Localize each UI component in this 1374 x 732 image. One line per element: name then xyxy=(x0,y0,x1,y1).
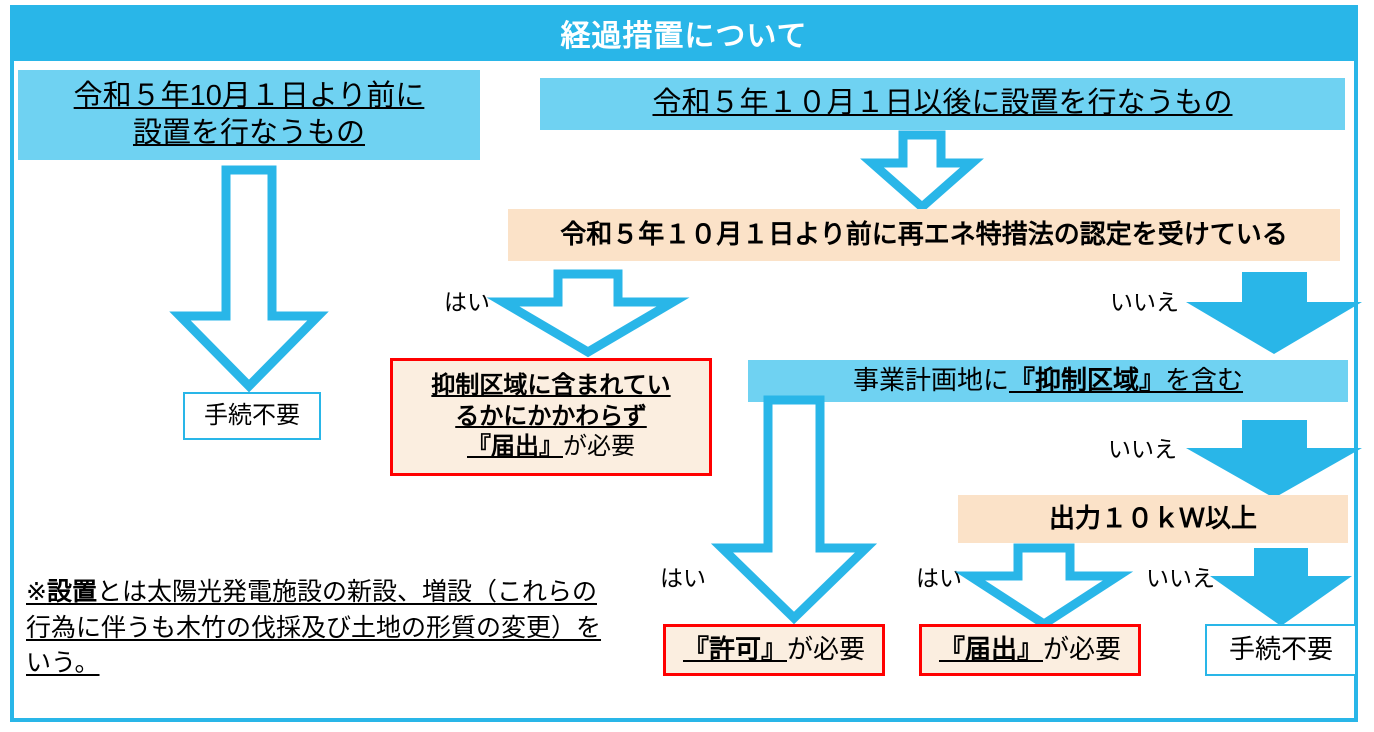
decision-2-keyword: 『抑制区域』 xyxy=(1008,365,1165,396)
decision-2-box: 事業計画地に『抑制区域』を含む xyxy=(748,360,1348,402)
footnote-prefix: ※ xyxy=(26,578,47,606)
permit-required-result-box: 『許可』が必要 xyxy=(663,624,885,676)
notification-required-line2: るかにかかわらず xyxy=(455,402,647,430)
down-arrow-filled-icon xyxy=(1186,420,1362,500)
left-start-box: 令和５年10月１日より前に 設置を行なうもの xyxy=(18,70,480,160)
decision-2-yes-label: はい xyxy=(660,565,706,591)
notification-required-tail: が必要 xyxy=(563,433,635,461)
notification-required-line3: 『届出』が必要 xyxy=(467,432,635,463)
down-arrow-filled-icon xyxy=(1210,548,1352,628)
footnote-body: とは太陽光発電施設の新設、増設（これらの行為に伴うも木竹の伐採及び土地の形質の変… xyxy=(26,578,602,677)
no-procedure-label: 手続不要 xyxy=(1228,634,1333,665)
down-arrow-outline-icon xyxy=(710,395,878,625)
notification-required-line1: 抑制区域に含まれてい xyxy=(431,371,671,399)
down-arrow-outline-icon xyxy=(954,543,1134,630)
decision-2-prefix: 事業計画地に xyxy=(852,365,1009,396)
notification-required-tail-2: が必要 xyxy=(1043,634,1122,665)
decision-1-label: 令和５年１０月１日より前に再エネ特措法の認定を受けている xyxy=(560,219,1288,250)
right-start-box: 令和５年１０月１日以後に設置を行なうもの xyxy=(540,78,1345,130)
notification-required-label-2: 『届出』が必要 xyxy=(939,633,1121,666)
permit-required-tail: が必要 xyxy=(787,634,866,665)
footnote-term: 設置 xyxy=(46,578,97,606)
decision-3-label: 出力１０ｋＷ以上 xyxy=(1048,503,1257,534)
left-start-box-line1: 令和５年10月１日より前に xyxy=(73,79,425,112)
decision-2-tail: を含む xyxy=(1165,365,1244,396)
notification-required-keyword: 『届出』 xyxy=(467,433,563,461)
page-title: 経過措置について xyxy=(560,20,808,53)
notification-required-result-box: 抑制区域に含まれてい るかにかかわらず 『届出』が必要 xyxy=(390,358,712,476)
notification-required-keyword-2: 『届出』 xyxy=(938,634,1043,665)
decision-2-label: 事業計画地に『抑制区域』を含む xyxy=(853,364,1243,397)
down-arrow-filled-icon xyxy=(1186,272,1362,356)
down-arrow-outline-icon xyxy=(860,130,984,213)
header-banner: 経過措置について xyxy=(10,5,1358,61)
left-result-box: 手続不要 xyxy=(183,392,321,440)
down-arrow-outline-icon xyxy=(169,165,329,393)
decision-3-no-label: いいえ xyxy=(1146,565,1215,591)
permit-required-label: 『許可』が必要 xyxy=(683,633,865,666)
left-start-box-line2: 設置を行なうもの xyxy=(132,117,365,149)
no-procedure-result-box: 手続不要 xyxy=(1205,624,1357,676)
decision-1-no-label: いいえ xyxy=(1110,289,1179,315)
decision-1-yes-label: はい xyxy=(444,289,490,315)
left-result-label: 手続不要 xyxy=(204,401,300,429)
decision-3-box: 出力１０ｋＷ以上 xyxy=(958,495,1348,543)
decision-3-yes-label: はい xyxy=(916,565,962,591)
right-start-box-label: 令和５年１０月１日以後に設置を行なうもの xyxy=(652,87,1233,120)
decision-1-box: 令和５年１０月１日より前に再エネ特措法の認定を受けている xyxy=(508,209,1340,261)
permit-required-keyword: 『許可』 xyxy=(682,634,787,665)
notification-required-result-box-2: 『届出』が必要 xyxy=(919,624,1141,676)
decision-2-no-label: いいえ xyxy=(1108,436,1177,462)
footnote: ※設置とは太陽光発電施設の新設、増設（これらの行為に伴うも木竹の伐採及び土地の形… xyxy=(26,575,616,682)
down-arrow-outline-icon xyxy=(486,269,690,358)
